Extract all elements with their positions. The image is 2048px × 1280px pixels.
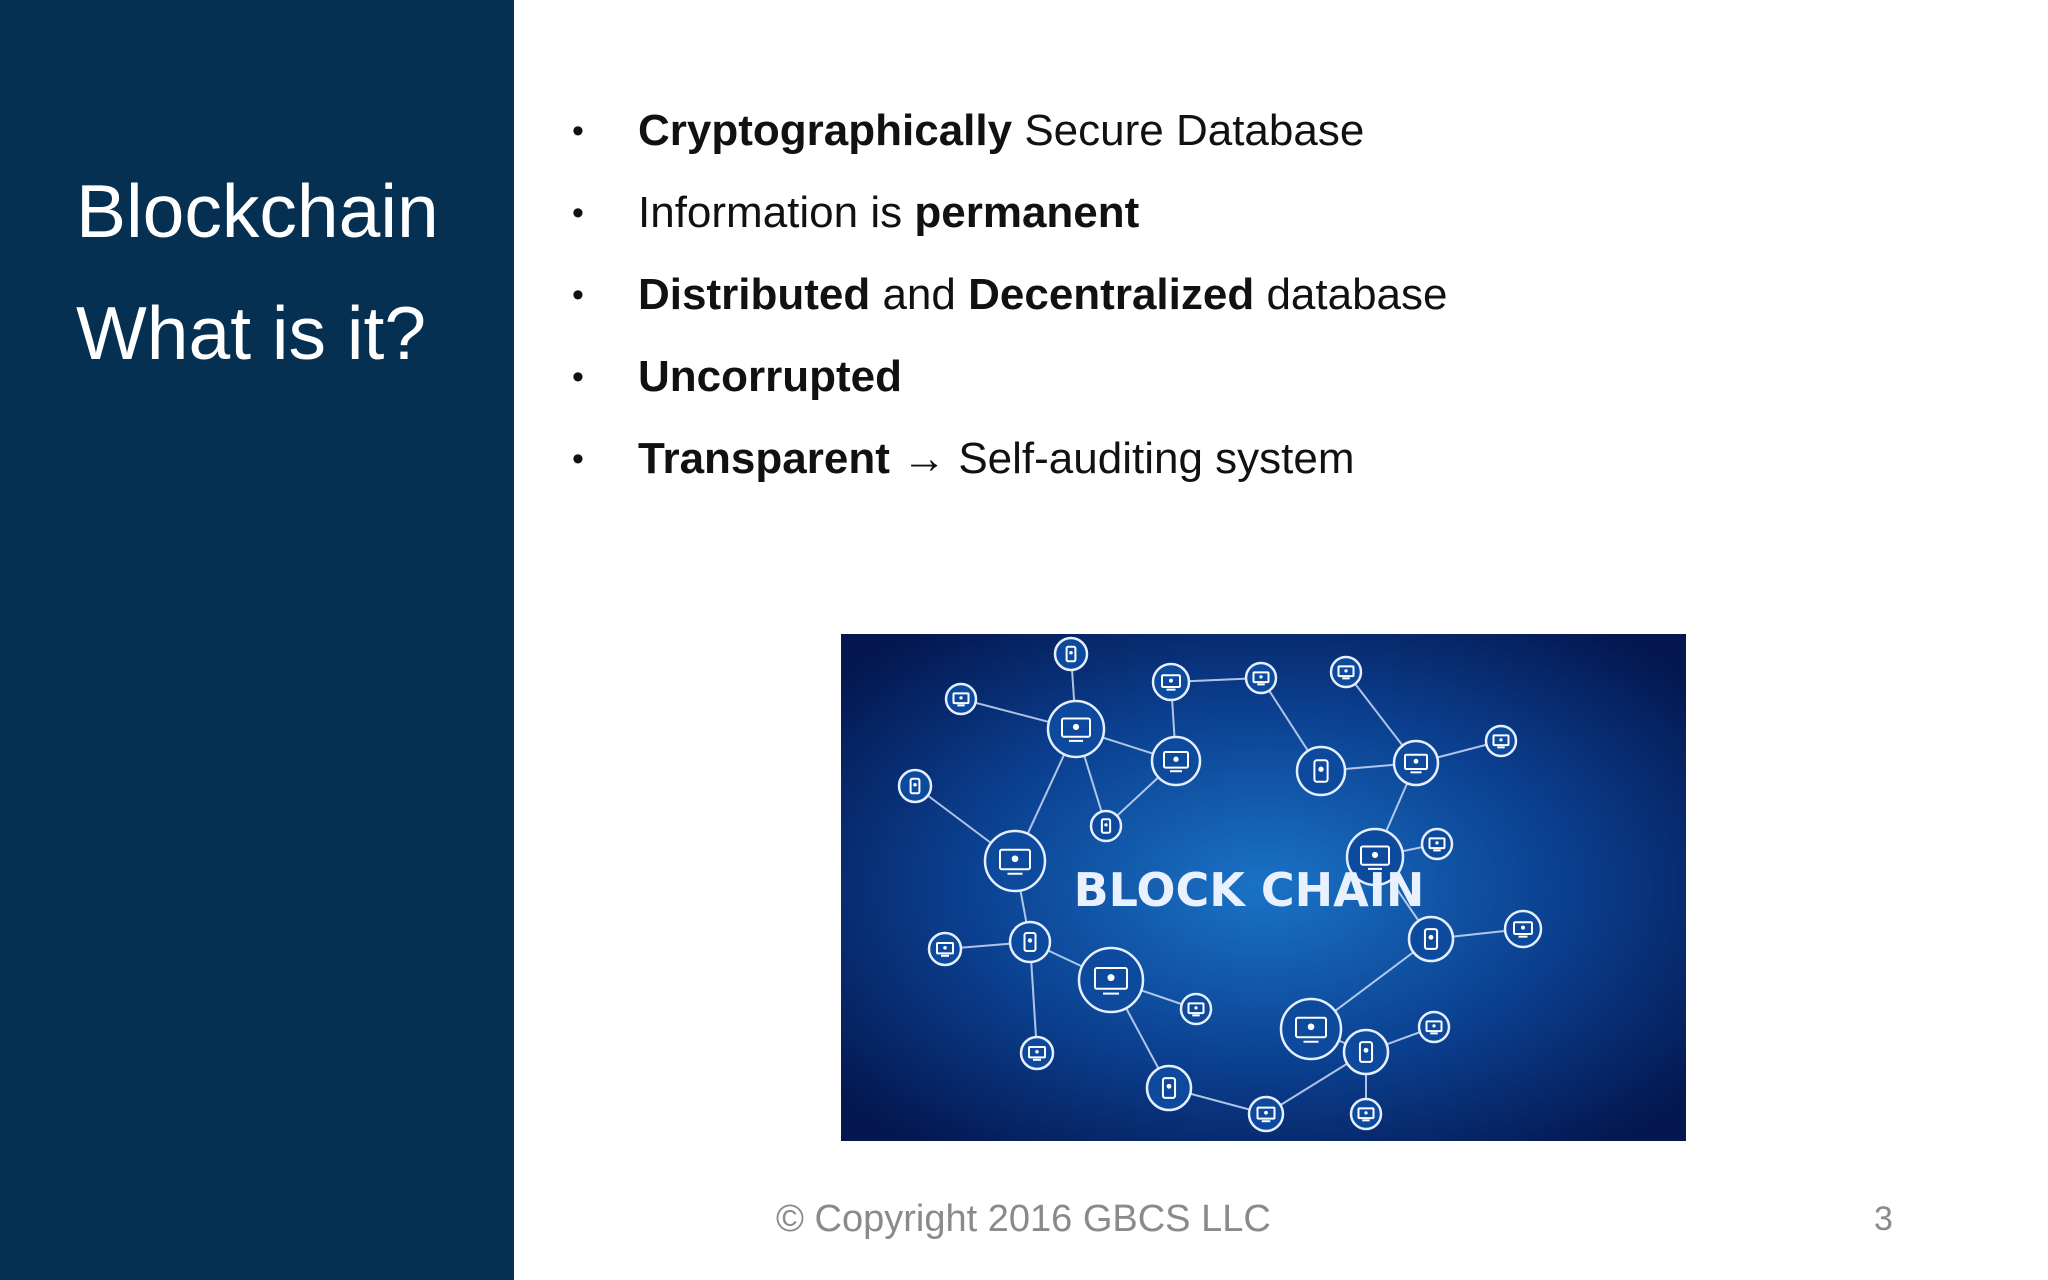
computer-node-icon [1244,661,1278,695]
bullet-marker: • [572,440,584,478]
computer-node-icon [1046,699,1106,759]
bullet-bold-segment: Transparent [638,434,890,483]
slide-subtitle: What is it? [76,291,427,375]
bullet-segment: and [870,270,969,319]
bullet-segment: Information is [638,188,915,237]
bullet-marker: • [572,112,584,150]
bullet-bold-segment: Distributed [638,270,871,319]
phone-node-icon [1295,745,1347,797]
phone-node-icon [1407,915,1455,963]
computer-node-icon [1077,946,1145,1014]
phone-node-icon [1342,1028,1390,1076]
bullet-text: Transparent → Self-auditing system [638,432,1355,486]
image-background [841,634,1686,1141]
bullet-text: Uncorrupted [638,350,902,404]
network-diagram: BLOCK CHAIN [841,634,1686,1141]
bullet-text: Information is permanent [638,186,1139,240]
bullet-marker: • [572,194,584,232]
computer-node-icon [1179,992,1213,1026]
title-sidebar: Blockchain What is it? [0,0,514,1280]
phone-node-icon [1053,636,1089,672]
computer-node-icon [983,829,1047,893]
bullet-bold-segment: permanent [914,188,1140,237]
computer-node-icon [1247,1095,1285,1133]
bullet-segment: Secure Database [1012,106,1365,155]
computer-node-icon [1279,997,1343,1061]
bullet-bold-segment: Cryptographically [638,106,1013,155]
bullet-segment: → Self-auditing system [889,434,1355,483]
computer-node-icon [1392,739,1440,787]
phone-node-icon [1008,920,1052,964]
phone-node-icon [1089,809,1123,843]
computer-node-icon [1345,827,1405,887]
slide-title: Blockchain [76,169,439,253]
computer-node-icon [1329,655,1363,689]
computer-node-icon [1151,662,1191,702]
computer-node-icon [1420,827,1454,861]
footer-copyright: © Copyright 2016 GBCS LLC [776,1198,1271,1240]
phone-node-icon [897,768,933,804]
computer-node-icon [1417,1010,1451,1044]
computer-node-icon [1484,724,1518,758]
bullet-text: Distributed and Decentralized database [638,268,1448,322]
computer-node-icon [1019,1035,1055,1071]
bullet-bold-segment: Uncorrupted [638,352,902,401]
computer-node-icon [944,682,978,716]
image-caption: BLOCK CHAIN [1074,863,1425,917]
computer-node-icon [927,931,963,967]
bullet-bold-segment: Decentralized [968,270,1255,319]
computer-node-icon [1349,1097,1383,1131]
phone-node-icon [1145,1064,1193,1112]
computer-node-icon [1503,909,1543,949]
blockchain-network-image: BLOCK CHAIN [841,634,1686,1141]
page-number: 3 [1874,1200,1893,1238]
bullet-marker: • [572,358,584,396]
bullet-segment: database [1254,270,1448,319]
computer-node-icon [1150,735,1202,787]
bullet-text: Cryptographically Secure Database [638,104,1364,158]
bullet-marker: • [572,276,584,314]
